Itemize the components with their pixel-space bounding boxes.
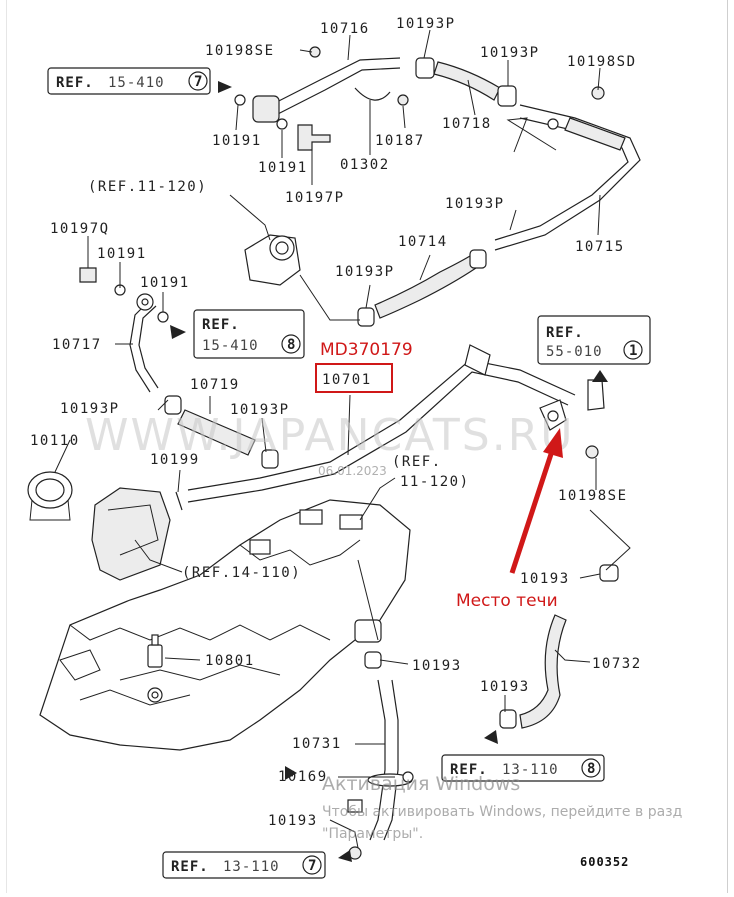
part-label-10191-a: 10191: [212, 133, 262, 149]
part-label-10714: 10714: [398, 234, 448, 250]
ref-label-11-120-top-line: (REF.: [392, 454, 442, 470]
sensor-10801: [147, 634, 163, 668]
watermark-site: WWW.JAPANCATS.RU: [85, 410, 574, 461]
part-label-10193-right2: 10193: [480, 679, 530, 695]
ref-circle-number: 8: [287, 337, 296, 353]
fasteners: [79, 46, 605, 860]
ref-word: REF.: [546, 325, 584, 341]
pipe-10701: [187, 344, 605, 503]
part-label-10193-right: 10193: [520, 571, 570, 587]
part-label-10193-bottom: 10193: [268, 813, 318, 829]
frame-border-right: [727, 0, 728, 893]
ref-number: 15-410: [202, 338, 259, 354]
part-label-10191-c: 10191: [97, 246, 147, 262]
part-label-01302: 01302: [340, 157, 390, 173]
part-label-10716: 10716: [320, 21, 370, 37]
ref-box-55-010-1: REF. 55-010 1: [537, 315, 651, 365]
windows-activation-line2: "Параметры".: [322, 826, 423, 842]
part-label-10198se-top: 10198SE: [205, 43, 275, 59]
ref-box-15-410-8: REF. 15-410 8: [193, 309, 305, 359]
watermark-date: 06.01.2023: [318, 464, 387, 478]
ref-circle-number: 7: [308, 858, 317, 874]
part-label-10191-b: 10191: [258, 160, 308, 176]
ref-number: 15-410: [108, 75, 165, 91]
ref-box-13-110-8: REF. 13-110 8: [441, 754, 605, 782]
ref-word: REF.: [202, 317, 240, 333]
part-label-10198se-right: 10198SE: [558, 488, 628, 504]
part-label-10732: 10732: [592, 656, 642, 672]
ref-number: 55-010: [546, 344, 603, 360]
leak-location-label: Место течи: [456, 591, 558, 611]
pipe-10716: [252, 57, 401, 123]
hose-10718: [415, 57, 517, 107]
windows-activation-line1: Чтобы активировать Windows, перейдите в …: [322, 804, 682, 820]
part-label-10731: 10731: [292, 736, 342, 752]
leak-arrow: [509, 428, 563, 574]
ref-circle-number: 8: [587, 761, 596, 777]
part-label-10193-center: 10193: [412, 658, 462, 674]
part-labels: 10716 10193P 10198SE 10193P 10198SD 1019…: [30, 16, 642, 829]
ref-number: 13-110: [223, 859, 280, 875]
hose-10714: [357, 249, 487, 327]
ref-word: REF.: [171, 859, 209, 875]
pipe-10717: [129, 293, 159, 393]
ref-box-15-410-7: REF. 15-410 7: [47, 67, 211, 95]
frame-border-left: [6, 0, 7, 893]
ref-word: REF.: [56, 75, 94, 91]
part-label-10717: 10717: [52, 337, 102, 353]
ref-circle-number: 1: [629, 343, 638, 359]
part-label-10198sd: 10198SD: [567, 54, 637, 70]
part-label-10193p-top2: 10193P: [480, 45, 540, 61]
part-number-annotation: MD370179: [320, 340, 413, 360]
part-label-10191-d: 10191: [140, 275, 190, 291]
ref-circle-number: 7: [194, 74, 203, 90]
part-label-10193p-mid: 10193P: [445, 196, 505, 212]
ref-label-11-120-bottom-line: 11-120): [400, 474, 470, 490]
water-outlet-11-120: [244, 234, 301, 286]
part-label-10197p: 10197P: [285, 190, 345, 206]
part-label-10701: 10701: [322, 372, 372, 388]
part-label-10187: 10187: [375, 133, 425, 149]
ref-word: REF.: [450, 762, 488, 778]
diagram-code: 600352: [580, 855, 629, 869]
part-label-10199: 10199: [150, 452, 200, 468]
part-label-10193p-top: 10193P: [396, 16, 456, 32]
leader-lines: [54, 29, 631, 849]
part-label-10110: 10110: [30, 433, 80, 449]
part-label-10193p-left: 10193P: [60, 401, 120, 417]
part-label-10718: 10718: [442, 116, 492, 132]
part-label-10193p-mid2: 10193P: [335, 264, 395, 280]
ref-number: 13-110: [502, 762, 559, 778]
part-label-10197q: 10197Q: [50, 221, 110, 237]
hose-10732: [499, 564, 619, 729]
part-label-10715: 10715: [575, 239, 625, 255]
hose-10719: [164, 395, 279, 469]
pipe-10715: [494, 104, 641, 251]
thermostat: [27, 471, 73, 521]
windows-activation-title: Активация Windows: [322, 773, 520, 795]
part-label-10719: 10719: [190, 377, 240, 393]
engine-block: [39, 499, 411, 751]
part-label-10193p-left2: 10193P: [230, 402, 290, 418]
ref-box-13-110-7: REF. 13-110 7: [162, 851, 326, 879]
ref-label-14-110: (REF.14-110): [182, 565, 301, 581]
part-label-10801: 10801: [205, 653, 255, 669]
part-label-10169: 10169: [278, 769, 328, 785]
thermostat-housing: [91, 487, 171, 581]
highlight-box-10701: [315, 363, 393, 393]
flow-arrows: [170, 81, 608, 862]
ref-label-11-120-top: (REF.11-120): [88, 179, 207, 195]
